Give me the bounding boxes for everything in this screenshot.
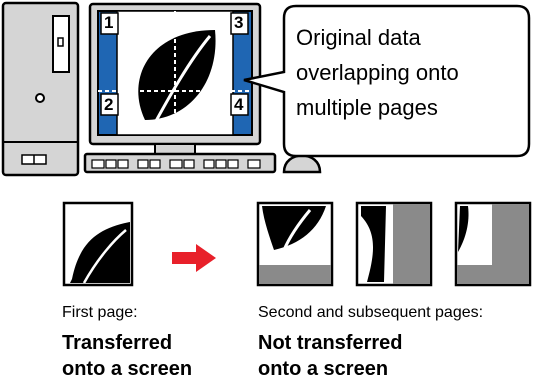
keyboard [83, 152, 277, 174]
page-number-4: 4 [234, 95, 244, 114]
callout-bubble [243, 4, 531, 158]
arrow-right-icon [172, 244, 216, 272]
second-page-thumbnail [256, 201, 334, 287]
subsequent-pages-result-line-1: Not transferred [258, 332, 403, 354]
page-number-2: 2 [104, 95, 114, 114]
page-number-3: 3 [234, 13, 244, 32]
subsequent-pages-result-line-2: onto a screen [258, 358, 389, 380]
first-page-thumbnail [62, 201, 134, 287]
subsequent-pages-caption: Second and subsequent pages: [258, 304, 484, 321]
callout-line-2: overlapping onto [296, 60, 459, 85]
fourth-page-thumbnail [454, 201, 532, 287]
third-page-thumbnail [355, 201, 433, 287]
first-page-result-line-1: Transferred [62, 332, 173, 354]
callout-line-3: multiple pages [296, 95, 438, 120]
first-page-caption: First page: [62, 304, 138, 321]
callout-line-1: Original data [296, 25, 421, 50]
pc-tower [1, 1, 80, 177]
first-page-result-line-2: onto a screen [62, 358, 193, 380]
leaf-icon [70, 222, 130, 283]
page-number-1: 1 [104, 13, 114, 32]
monitor [88, 2, 262, 155]
mouse [282, 154, 322, 174]
